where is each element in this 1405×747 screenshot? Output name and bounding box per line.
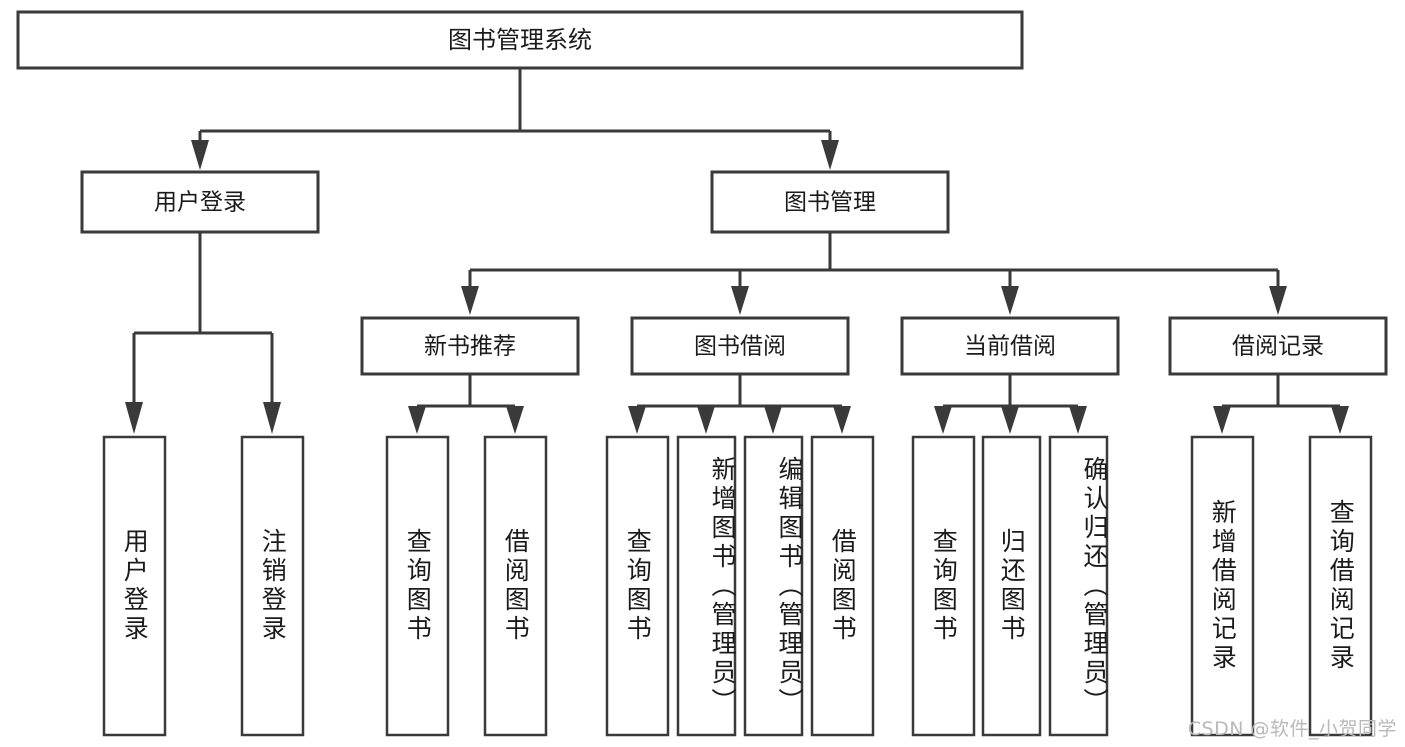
node-label-book-manage: 图书管理 — [784, 190, 876, 216]
arrow-head-leaf-query-book-rec — [408, 406, 426, 434]
arrow-head-leaf-user-login — [125, 402, 143, 434]
node-box-book-manage[interactable] — [710, 170, 950, 234]
node-borrow-record[interactable]: 借阅记录 — [1168, 316, 1388, 376]
arrow-head-leaf-confirm-return — [1069, 406, 1087, 434]
arrow-head-leaf-add-borrow-record — [1213, 406, 1231, 434]
arrow-head-leaf-edit-book — [764, 406, 782, 434]
arrow-head-book-borrow — [731, 286, 749, 315]
node-label-root: 图书管理系统 — [448, 26, 592, 54]
leaf-boxes — [102, 435, 1373, 737]
connector-group-root — [191, 68, 839, 170]
node-box-borrow-record[interactable] — [1168, 316, 1388, 376]
arrow-head-leaf-query-borrow-record — [1331, 406, 1349, 434]
node-box-book-borrow[interactable] — [630, 316, 850, 376]
arrow-head-current-borrow — [1001, 286, 1019, 315]
node-label-borrow-record: 借阅记录 — [1232, 334, 1324, 360]
node-box-root[interactable] — [16, 10, 1024, 70]
arrow-head-leaf-query-book-current — [934, 406, 952, 434]
arrow-head-leaf-return-book — [1001, 406, 1019, 434]
connector-group-new-book-rec — [408, 374, 524, 434]
arrow-head-leaf-add-book — [697, 406, 715, 434]
node-label-user-login: 用户登录 — [154, 190, 246, 216]
node-box-current-borrow[interactable] — [900, 316, 1120, 376]
node-box-leaf-query-book-borrow[interactable] — [605, 435, 670, 737]
arrow-head-new-book-rec — [461, 286, 479, 315]
arrow-head-leaf-logout — [263, 402, 281, 434]
connector-group-borrow-record — [1213, 374, 1349, 434]
node-box-leaf-add-borrow-record[interactable] — [1190, 435, 1255, 737]
node-box-leaf-query-book-current[interactable] — [911, 435, 976, 737]
connector-group-book-borrow — [628, 374, 851, 434]
arrow-head-leaf-borrow-book-rec — [506, 406, 524, 434]
node-box-leaf-query-borrow-record[interactable] — [1308, 435, 1373, 737]
connector-group-book-manage — [461, 232, 1287, 315]
node-box-new-book-rec[interactable] — [360, 316, 580, 376]
arrow-head-leaf-borrow-book — [833, 406, 851, 434]
node-box-leaf-return-book[interactable] — [981, 435, 1042, 737]
node-label-current-borrow: 当前借阅 — [964, 334, 1056, 360]
node-user-login[interactable]: 用户登录 — [80, 170, 320, 234]
node-box-leaf-add-book[interactable] — [676, 435, 737, 737]
node-book-borrow[interactable]: 图书借阅 — [630, 316, 850, 376]
node-book-manage[interactable]: 图书管理 — [710, 170, 950, 234]
watermark-text: CSDN @软件_小贺同学 — [1187, 718, 1397, 740]
node-label-new-book-rec: 新书推荐 — [424, 334, 516, 360]
node-root[interactable]: 图书管理系统 — [16, 10, 1024, 70]
arrow-head-borrow-record — [1269, 286, 1287, 315]
node-box-leaf-borrow-book[interactable] — [810, 435, 875, 737]
arrow-head-user-login — [191, 140, 209, 170]
arrow-head-leaf-query-book-borrow — [628, 406, 646, 434]
node-current-borrow[interactable]: 当前借阅 — [900, 316, 1120, 376]
connector-group-user-login — [125, 232, 281, 434]
node-box-leaf-confirm-return[interactable] — [1048, 435, 1109, 737]
node-box-leaf-query-book-rec[interactable] — [385, 435, 450, 737]
node-box-leaf-edit-book[interactable] — [743, 435, 804, 737]
connector-group-current-borrow — [934, 374, 1087, 434]
node-box-leaf-user-login[interactable] — [102, 435, 167, 737]
node-box-user-login[interactable] — [80, 170, 320, 234]
node-new-book-rec[interactable]: 新书推荐 — [360, 316, 580, 376]
node-box-leaf-logout[interactable] — [240, 435, 305, 737]
node-label-book-borrow: 图书借阅 — [694, 334, 786, 360]
arrow-head-book-manage — [821, 140, 839, 170]
node-box-leaf-borrow-book-rec[interactable] — [483, 435, 548, 737]
